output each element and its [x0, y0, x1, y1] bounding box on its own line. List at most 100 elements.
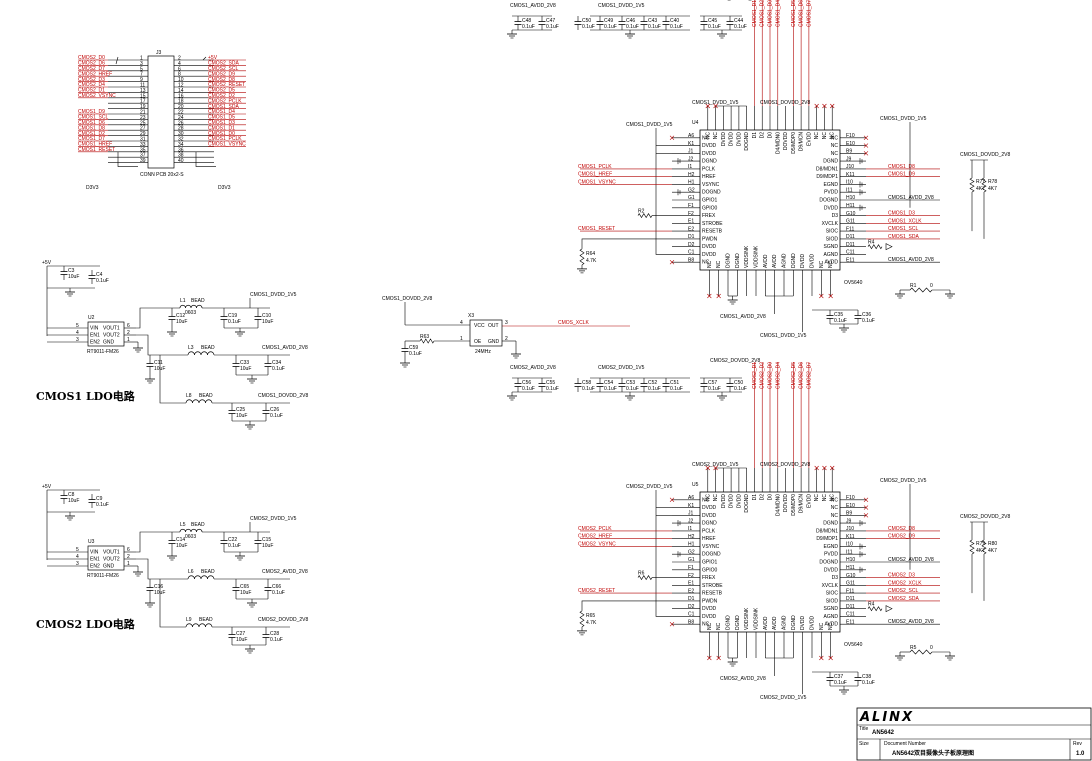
- capacitor: [146, 355, 154, 375]
- bead-ref: L5: [180, 522, 186, 528]
- connector-pin-number: 1: [140, 56, 143, 62]
- camera-pin-top: NC: [814, 494, 820, 502]
- camera-net-right: CMOS1_D9: [888, 172, 915, 178]
- camera-pin-top: NC: [822, 132, 828, 140]
- camera-net-top: CMOS1_D0: [768, 0, 774, 27]
- camera-net-left: CMOS2_HREF: [578, 534, 612, 540]
- camera-pin-bottom: DVDD: [800, 253, 806, 268]
- camera-pin-bottom: VDDSINK: [744, 245, 750, 268]
- cap-value: 0.1uF: [648, 386, 661, 392]
- res-ref: R4: [868, 240, 875, 246]
- camera-net-right: CMOS2_D9: [888, 534, 915, 540]
- camera-pin-left: HREF: [702, 536, 716, 542]
- camera-pin-right: AVDD: [824, 260, 838, 266]
- connector-pin-number: 37: [140, 153, 146, 159]
- osc-pin-number: 2: [505, 336, 508, 342]
- resistor: [637, 212, 653, 219]
- ldo-pin-number: 3: [76, 337, 79, 343]
- bead-ref: L1: [180, 298, 186, 304]
- alinx-logo: ALINX: [859, 710, 914, 725]
- cap-ref: C36: [862, 312, 871, 318]
- cap-ref: C56: [522, 380, 531, 386]
- cap-bank-net: CMOS2_AVDD_2V8: [510, 365, 556, 371]
- ground-symbol: [133, 568, 143, 577]
- ldo-pin-number: 5: [76, 547, 79, 553]
- camera-pin-right: SIOD: [826, 598, 839, 604]
- camera-sensor-body: [699, 129, 841, 271]
- res-ref: R1: [910, 283, 917, 289]
- camera-pin-id: B8: [688, 619, 694, 625]
- title-label: Title: [859, 726, 868, 732]
- camera-pin-id: J2: [688, 518, 694, 524]
- camera-pin-top: D2: [760, 494, 766, 501]
- capacitor: [640, 16, 648, 30]
- camera-net-left: CMOS1_PCLK: [578, 164, 612, 170]
- ldo-pin-right: VOUT2: [103, 333, 120, 339]
- res-ref: R4: [868, 602, 875, 608]
- osc-pin: VCC: [474, 323, 485, 329]
- capacitor: [826, 310, 834, 324]
- camera-pin-bottom: AGND: [782, 253, 788, 268]
- camera-pin-right: D8/MDN1: [816, 528, 838, 534]
- ferrite-bead: [185, 399, 213, 404]
- cap-value: 0.1uF: [604, 24, 617, 30]
- connector-pin-number: 28: [178, 126, 184, 132]
- net-avdd-label: CMOS2_AVDD_2V8: [262, 569, 308, 575]
- ferrite-bead: [185, 623, 213, 628]
- ground-symbol: [235, 328, 245, 337]
- ldo-pin-right: GND: [103, 564, 115, 570]
- camera-pin-right: SGND: [824, 244, 839, 250]
- camera-pin-left: RESETB: [702, 229, 723, 235]
- cap-value: 0.1uF: [734, 386, 747, 392]
- connector-footprint: CONN PCB 20x2-S: [140, 172, 184, 178]
- camera-net-right: CMOS1_D3: [888, 211, 915, 217]
- connector-net-right: CMOS2_D5: [208, 88, 235, 94]
- camera-net-left: CMOS1_RESET: [578, 226, 615, 232]
- camera-pin-top: D5/MDP0: [791, 132, 797, 154]
- camera-pin-bottom: DGND: [791, 615, 797, 630]
- camera-pin-id: E1: [688, 581, 694, 587]
- res-value: 4K7: [976, 548, 985, 554]
- camera-net-left: CMOS2_PCLK: [578, 526, 612, 532]
- capacitor: [514, 16, 522, 30]
- cap-ref: C59: [409, 345, 418, 351]
- res-value: 0: [930, 283, 933, 289]
- connector-pin-number: 39: [140, 158, 146, 164]
- cap-value: 0.1uF: [708, 386, 721, 392]
- camera-pin-id: B9: [846, 511, 852, 517]
- camera-pin-bottom: NC: [828, 622, 834, 630]
- cap-ref: C50: [734, 380, 743, 386]
- cap-value: 0.1uF: [670, 386, 683, 392]
- ldo-pin-right: VOUT2: [103, 557, 120, 563]
- camera-pin-id: G1: [688, 557, 695, 563]
- ldo-ic-body: [87, 545, 125, 571]
- ground-symbol: [895, 652, 905, 661]
- camera-pin-id: C11: [846, 250, 855, 256]
- ldo-pin-right: VOUT1: [103, 550, 120, 556]
- net-avdd-label: CMOS1_AVDD_2V8: [262, 345, 308, 351]
- camera-pin-left: DVDD: [702, 614, 717, 620]
- camera-net-right: CMOS1_AVDD_2V8: [888, 195, 934, 201]
- camera-pin-left: FREX: [702, 575, 716, 581]
- vin-label: +5V: [42, 484, 52, 490]
- camera-net-right: CMOS2_D3: [888, 573, 915, 579]
- camera-pin-left: DVDD: [702, 143, 717, 149]
- cap-ref: C9: [96, 496, 103, 502]
- camera-pin-right: EGND: [824, 182, 839, 188]
- camera-pin-id: F10: [846, 495, 855, 501]
- bead-ref: L6: [188, 569, 194, 575]
- camera-net-top: CMOS1_D5: [791, 0, 797, 27]
- cap-ref: C33: [240, 360, 249, 366]
- cap-value: 10uF: [154, 590, 165, 596]
- connector-net-right: CMOS2_RESET: [208, 82, 245, 88]
- camera-pin-left: VSYNC: [702, 544, 720, 550]
- camera-net-top: CMOS2_D7: [806, 362, 812, 389]
- camera-pin-id: H10: [846, 557, 855, 563]
- oscillator-freq: 24MHz: [475, 349, 491, 355]
- camera-pin-top: NC: [705, 494, 711, 502]
- ground-symbol: [839, 686, 849, 695]
- cap-ref: C51: [670, 380, 679, 386]
- camera-pin-top: D1: [752, 494, 758, 501]
- resistor: [867, 606, 883, 612]
- resistor: [637, 574, 653, 581]
